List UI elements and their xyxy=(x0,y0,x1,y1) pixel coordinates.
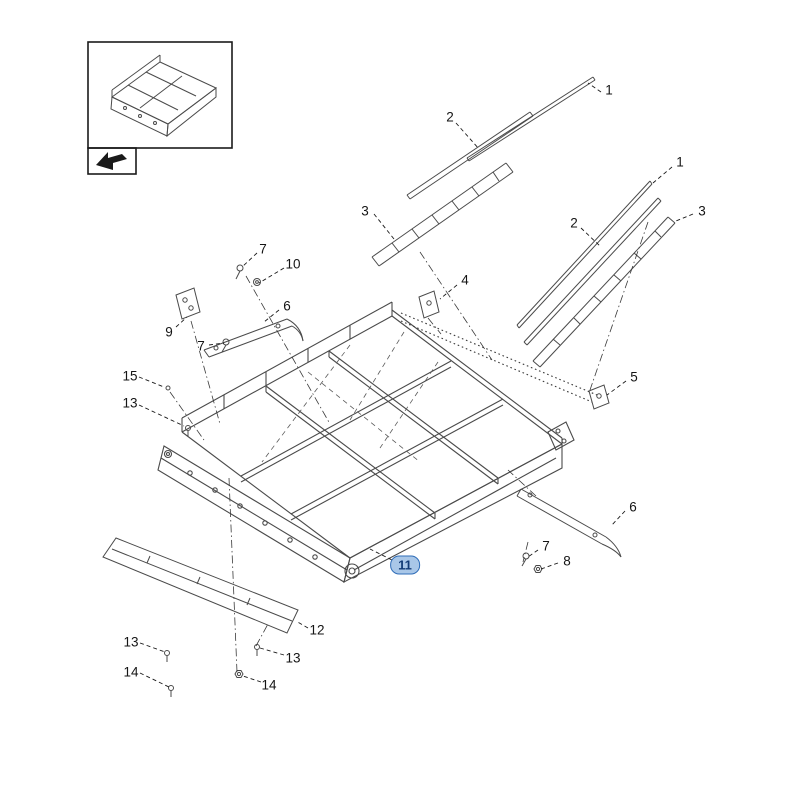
deck-fold-lines xyxy=(261,331,439,463)
callout-10: 10 xyxy=(285,256,301,272)
part-3-wear-strip-right xyxy=(532,216,676,368)
view-direction-arrow-icon xyxy=(96,152,127,170)
callout-1a: 1 xyxy=(605,82,613,98)
thumbnail-assembly-art xyxy=(110,54,217,138)
callout-11-selected[interactable]: 11 xyxy=(390,555,420,575)
hinge-dotted-lines xyxy=(400,312,598,403)
callout-12: 12 xyxy=(309,622,325,638)
part-2-strip-left xyxy=(406,111,534,200)
part-11-main-frame xyxy=(157,301,575,584)
callout-6a: 6 xyxy=(283,298,291,314)
thumbnail-inset-frame xyxy=(87,41,233,175)
part-13-screw-a xyxy=(185,425,191,437)
callout-7b: 7 xyxy=(197,338,205,354)
part-14-screw-a xyxy=(168,685,174,697)
callout-8: 8 xyxy=(563,553,571,569)
callout-14b: 14 xyxy=(261,677,277,693)
callout-9: 9 xyxy=(165,324,173,340)
part-1-rod-left xyxy=(466,76,596,162)
callout-13c: 13 xyxy=(123,634,139,650)
part-8-nut xyxy=(533,565,543,573)
callout-3a: 3 xyxy=(361,203,369,219)
part-9-bracket xyxy=(175,287,201,320)
callout-5: 5 xyxy=(630,369,638,385)
callout-15: 15 xyxy=(122,368,138,384)
callout-2b: 2 xyxy=(570,215,578,231)
callout-2a: 2 xyxy=(446,109,454,125)
callout-13b: 13 xyxy=(285,650,301,666)
callout-3b: 3 xyxy=(698,203,706,219)
callout-13a: 13 xyxy=(122,395,138,411)
part-3-wear-strip-left xyxy=(371,162,514,267)
callout-leader-lines xyxy=(138,82,694,688)
part-2-strip-right xyxy=(523,197,662,346)
part-4-bracket xyxy=(418,290,440,319)
callout-14a: 14 xyxy=(123,664,139,680)
callout-7a: 7 xyxy=(259,241,267,257)
part-6-rail-bottom xyxy=(516,488,622,558)
part-7-bolt-mid xyxy=(221,338,230,353)
callout-7c: 7 xyxy=(542,538,550,554)
part-1-rod-right xyxy=(516,180,653,329)
part-15-clip xyxy=(165,385,171,391)
part-13-screw-c xyxy=(254,644,260,656)
callout-4: 4 xyxy=(461,272,469,288)
part-10-washer xyxy=(253,278,261,286)
assembly-axis-lines xyxy=(169,221,649,673)
part-5-bracket xyxy=(588,384,610,410)
part-12-panel xyxy=(102,537,299,634)
part-13-screw-b xyxy=(164,650,170,662)
part-7-bolt-bottom xyxy=(521,552,530,567)
part-6-rail-top xyxy=(203,318,304,358)
callout-1b: 1 xyxy=(676,154,684,170)
part-14-bolt-b xyxy=(234,670,244,678)
part-7-bolt-top xyxy=(235,264,244,280)
callout-6b: 6 xyxy=(629,499,637,515)
